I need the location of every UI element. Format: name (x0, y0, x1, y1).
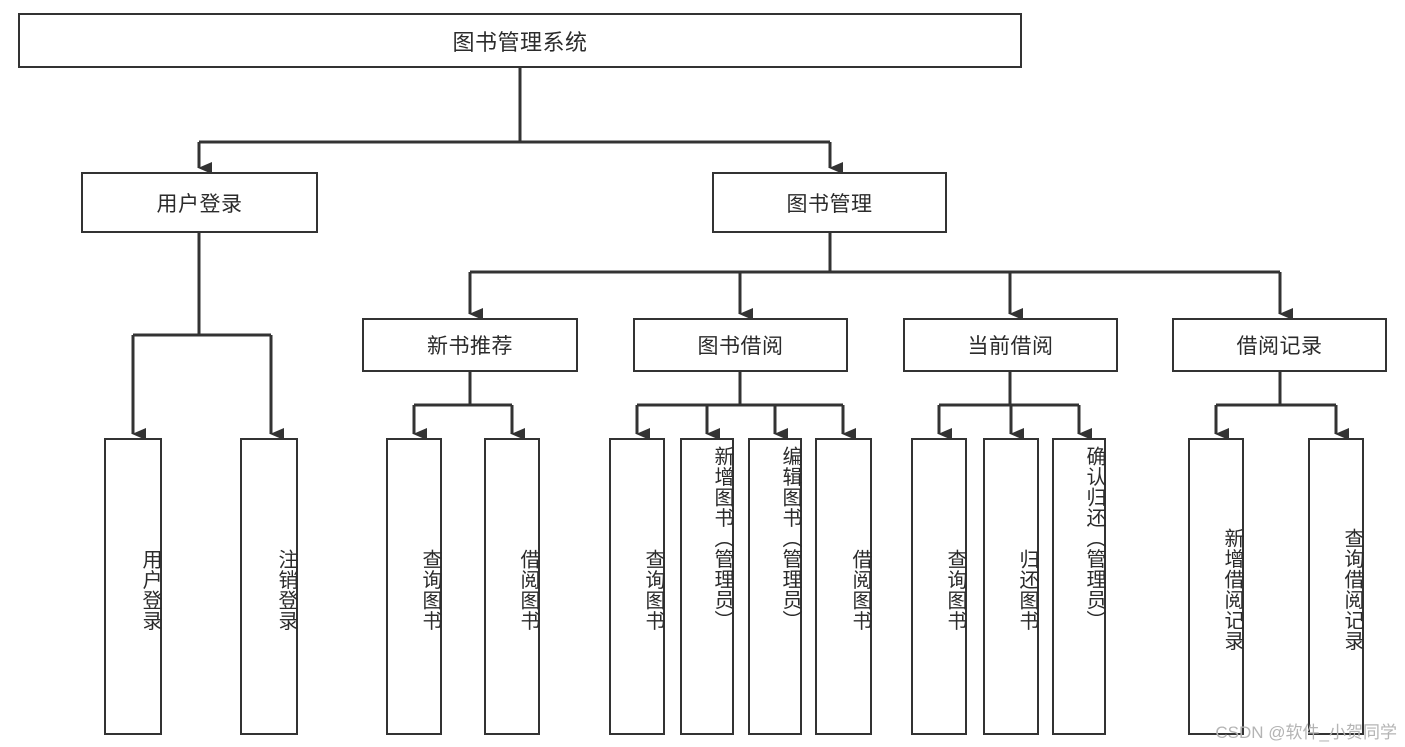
node-label: 用户登录 (156, 192, 243, 216)
leaf-return-book[interactable]: 归还图书 (983, 438, 1039, 735)
node-current-borrow[interactable]: 当前借阅 (903, 318, 1118, 372)
node-label: 新增图书（管理员） (711, 446, 733, 631)
node-label: 查询图书 (419, 548, 441, 631)
node-label: 查询图书 (944, 548, 966, 631)
node-label: 归还图书 (1016, 548, 1038, 631)
node-book-borrow[interactable]: 图书借阅 (633, 318, 848, 372)
leaf-borrow-book-1[interactable]: 借阅图书 (484, 438, 540, 735)
leaf-query-book-3[interactable]: 查询图书 (911, 438, 967, 735)
node-user-login[interactable]: 用户登录 (81, 172, 318, 233)
leaf-confirm-return-admin[interactable]: 确认归还（管理员） (1052, 438, 1106, 735)
node-label: 新增借阅记录 (1221, 528, 1243, 651)
node-label: 新书推荐 (427, 335, 513, 358)
node-label: 查询借阅记录 (1341, 528, 1363, 651)
node-borrow-record[interactable]: 借阅记录 (1172, 318, 1387, 372)
leaf-add-book-admin[interactable]: 新增图书（管理员） (680, 438, 734, 735)
node-label: 图书管理系统 (452, 29, 588, 55)
leaf-query-book-2[interactable]: 查询图书 (609, 438, 665, 735)
node-label: 用户登录 (139, 548, 161, 631)
leaf-logout-login[interactable]: 注销登录 (240, 438, 298, 735)
node-book-management[interactable]: 图书管理 (712, 172, 947, 233)
node-label: 查询图书 (642, 548, 664, 631)
node-label: 注销登录 (275, 548, 297, 631)
leaf-query-book-1[interactable]: 查询图书 (386, 438, 442, 735)
node-label: 图书管理 (786, 192, 873, 216)
leaf-user-login[interactable]: 用户登录 (104, 438, 162, 735)
node-label: 确认归还（管理员） (1083, 446, 1105, 631)
node-label: 编辑图书（管理员） (779, 446, 801, 631)
node-label: 当前借阅 (967, 335, 1054, 358)
leaf-edit-book-admin[interactable]: 编辑图书（管理员） (748, 438, 802, 735)
leaf-add-borrow-record[interactable]: 新增借阅记录 (1188, 438, 1244, 735)
node-label: 借阅记录 (1236, 335, 1323, 358)
leaf-borrow-book-2[interactable]: 借阅图书 (815, 438, 872, 735)
node-new-book-recommend[interactable]: 新书推荐 (362, 318, 578, 372)
node-label: 图书借阅 (697, 335, 784, 358)
watermark-text: CSDN @软件_小贺同学 (1215, 723, 1397, 742)
node-label: 借阅图书 (517, 548, 539, 631)
leaf-query-borrow-record[interactable]: 查询借阅记录 (1308, 438, 1364, 735)
node-label: 借阅图书 (849, 548, 871, 631)
node-root-system[interactable]: 图书管理系统 (18, 13, 1022, 68)
